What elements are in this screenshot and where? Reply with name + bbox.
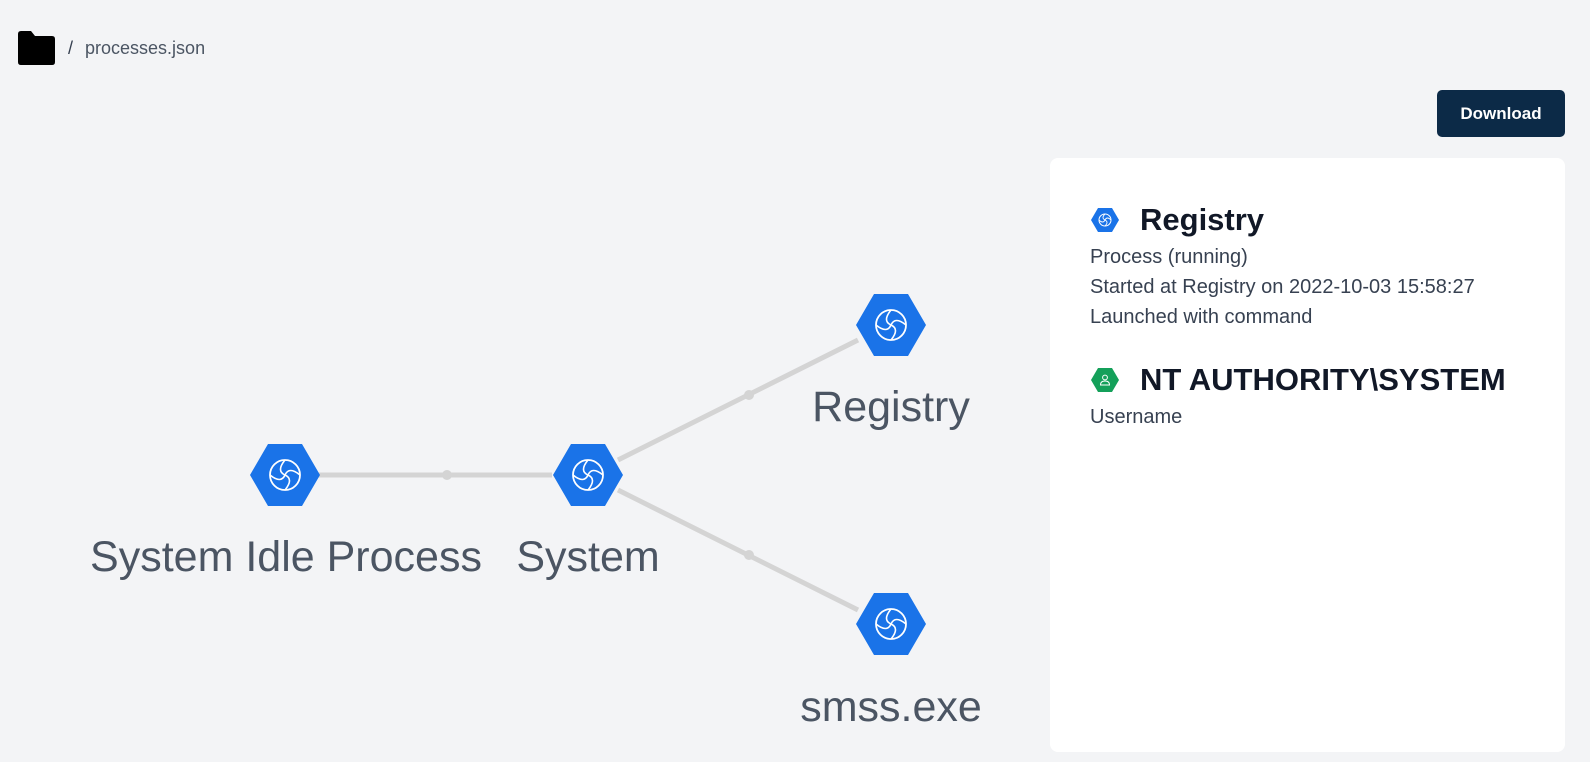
node-label-registry[interactable]: Registry <box>812 383 970 431</box>
edge-idle-system <box>318 470 552 480</box>
breadcrumb-file[interactable]: processes.json <box>85 37 206 58</box>
node-registry[interactable] <box>856 294 926 356</box>
user-title: NT AUTHORITY\SYSTEM <box>1140 362 1506 397</box>
details-panel: Registry Process (running) Started at Re… <box>1050 158 1565 752</box>
edge-system-smss <box>616 487 860 613</box>
process-details: Registry Process (running) Started at Re… <box>1090 202 1525 328</box>
node-smss[interactable] <box>856 593 926 655</box>
folder-icon[interactable] <box>16 30 56 66</box>
node-label-system[interactable]: System <box>516 533 660 581</box>
process-status: Process (running) <box>1090 246 1248 268</box>
graph-canvas <box>250 294 926 655</box>
process-icon <box>1091 208 1119 232</box>
user-icon <box>1091 368 1119 392</box>
process-title: Registry <box>1140 202 1265 237</box>
process-start-time: Started at Registry on 2022-10-03 15:58:… <box>1090 276 1475 298</box>
node-system-idle-process[interactable] <box>250 444 320 506</box>
breadcrumb: / processes.json <box>16 30 205 66</box>
process-header: Registry <box>1090 202 1525 238</box>
node-system[interactable] <box>553 444 623 506</box>
user-details: NT AUTHORITY\SYSTEM Username <box>1090 362 1525 428</box>
user-kind: Username <box>1090 406 1183 428</box>
user-header: NT AUTHORITY\SYSTEM <box>1090 362 1525 398</box>
process-graph: System Idle Process System Registry smss… <box>0 150 1040 762</box>
breadcrumb-separator: / <box>68 37 74 58</box>
process-command: Launched with command <box>1090 306 1313 328</box>
node-label-system-idle-process[interactable]: System Idle Process <box>90 533 482 581</box>
download-button[interactable]: Download <box>1437 90 1565 137</box>
edge-system-registry <box>616 337 860 463</box>
node-label-smss[interactable]: smss.exe <box>800 683 982 731</box>
